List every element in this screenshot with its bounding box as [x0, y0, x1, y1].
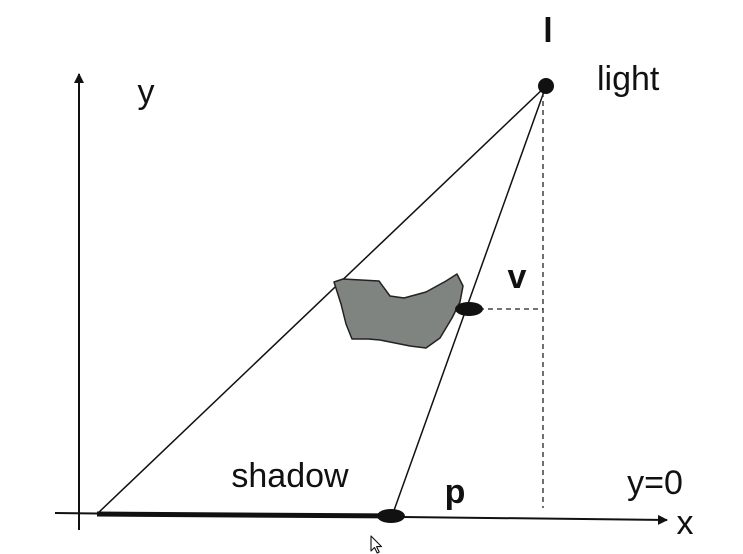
occluder-object: [333, 273, 464, 349]
shadow-segment: [96, 511, 393, 519]
projected-point: [377, 509, 405, 523]
mouse-pointer-icon: [370, 535, 383, 554]
vertex-label: v: [508, 258, 527, 296]
light-ray-left: [96, 85, 547, 515]
light-label: light: [597, 60, 660, 98]
y-axis-label: y: [138, 73, 155, 111]
projected-point-label: p: [445, 473, 466, 511]
shadow-label: shadow: [231, 457, 349, 495]
x-axis-label: x: [677, 504, 694, 542]
light-point-label: l: [543, 12, 552, 50]
light-source-point: [538, 78, 554, 94]
vertex-point: [455, 302, 483, 316]
ground-plane-label: y=0: [627, 464, 683, 502]
light-ray-right: [391, 85, 547, 517]
